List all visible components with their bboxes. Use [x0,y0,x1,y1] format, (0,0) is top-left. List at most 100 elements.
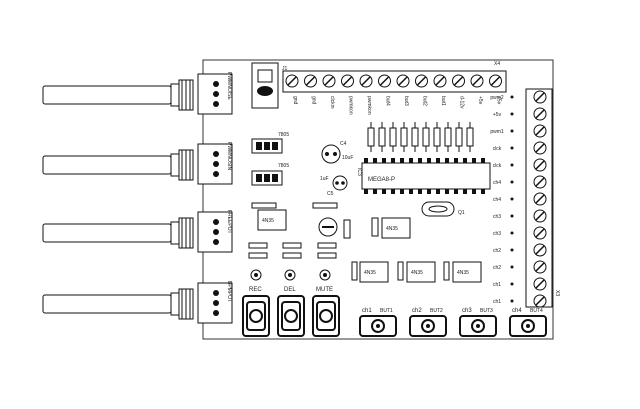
top-pin-label: clckin [329,96,335,109]
top-pin: pwmkon [359,74,373,115]
resistors-mid [248,202,450,281]
top-pin-label: +5v [496,96,502,105]
top-pin: +5v [489,74,502,105]
resistor-row-top [367,122,474,152]
opto-4: 4N35 [406,261,436,283]
button-rec[interactable]: REC [242,287,270,337]
channel-button-2[interactable]: ch2 BUT2 [409,308,447,337]
right-pin: ch1 [493,277,547,291]
channel-button-label: BUT2 [430,308,443,314]
c4-value: 10uF [342,155,353,161]
top-pin-label: gnd [311,96,317,105]
right-pin-label: clck [493,146,502,152]
trimmer [318,217,338,237]
top-pin-label: pwmkon [366,96,372,115]
top-pin-label: +5v [477,96,483,105]
right-pin: pwm2 [490,90,547,104]
j1-label: J1 [282,66,288,72]
right-pin-label: ch3 [493,214,501,220]
top-pin-label: but3 [403,96,409,106]
q1-label: Q1 [458,210,465,216]
opto-2: 4N35 [381,217,411,239]
pot-2-label: PWMNOSIN [226,142,232,170]
regulator-2: 7805 [251,163,289,186]
channel-button-label: BUT3 [480,308,493,314]
opto-5: 4N35 [452,261,482,283]
right-pin-label: ch1 [493,299,501,305]
right-pin: clck [493,158,547,172]
right-pin: ch1 [493,294,547,308]
x4-label: X4 [494,61,500,67]
right-pin: ch4 [493,192,547,206]
button-del-label: DEL [284,287,296,293]
opto-4-label: 4N35 [411,270,423,276]
top-pin-label: but1 [440,96,446,106]
right-pin-label: pwm1 [490,129,504,135]
right-pin-label: ch2 [493,265,501,271]
right-pin-label: ch4 [493,180,501,186]
right-pin-label: pwm2 [490,95,504,101]
channel-label: ch1 [362,308,372,314]
board-outline [202,59,554,340]
regulator-1: 7805 [251,132,289,154]
pot-1: PWMNOISE [42,72,233,115]
regulator-2-label: 7805 [278,163,289,169]
pot-4-label: BPMPOT [226,281,232,302]
top-pin: but2 [415,74,428,106]
channel-label: ch2 [412,308,422,314]
opto-3-label: 4N35 [364,270,376,276]
top-pin: pwmkon [341,74,354,115]
capacitor-c5: 1uF C5 [320,175,348,197]
mega8-label: MEGA8-P [368,177,395,183]
opto-5-label: 4N35 [457,270,469,276]
channel-button-label: BUT4 [530,308,543,314]
right-pin: clck [493,141,547,155]
right-pin: ch3 [493,209,547,223]
top-pin: but1 [433,74,447,106]
opto-1: 4N35 [257,209,287,231]
x3-label: X3 [554,290,560,296]
top-pin: d-12v [452,74,465,109]
right-pin: pwm1 [490,124,547,138]
pot-3: FREEPOT [42,210,233,253]
channel-button-3[interactable]: ch3 BUT3 [459,308,497,337]
button-del[interactable]: DEL [277,287,305,337]
right-pin-label: ch3 [493,231,501,237]
right-pin: ch3 [493,226,547,240]
channel-label: ch3 [462,308,472,314]
pot-2: PWMNOSIN [42,142,233,185]
right-pin-label: ch4 [493,197,501,203]
mega8-chip: MEGA8-P IC3 [356,158,491,194]
right-pin-label: ch2 [493,248,501,254]
button-mute-label: MUTE [316,287,333,293]
ic3-label: IC3 [356,168,362,176]
top-pin-label: d-12v [459,96,465,109]
pot-3-label: FREEPOT [226,210,232,234]
top-pin: but3 [396,74,410,106]
c4-label: C4 [340,141,347,147]
right-pin: ch2 [493,243,547,257]
right-pin: +5v [493,107,547,121]
top-pin: gnd [285,74,299,105]
button-rec-label: REC [249,287,262,293]
opto-3: 4N35 [359,261,389,283]
regulator-1-label: 7805 [278,132,289,138]
leds [250,269,331,281]
top-pin-label: but2 [422,96,428,106]
right-pin-label: clck [493,163,502,169]
right-pin-label: ch1 [493,282,501,288]
right-pin: ch4 [493,175,547,189]
c5-label: C5 [327,191,334,197]
top-pin-label: gnd [292,96,298,105]
right-pin-label: +5v [493,112,502,118]
pot-1-label: PWMNOISE [226,72,232,100]
capacitor-c4: C4 10uF [321,141,353,164]
button-mute[interactable]: MUTE [312,287,340,337]
power-jack-j1: J1 [251,62,288,109]
top-pin: clckin [322,74,336,109]
opto-1-label: 4N35 [262,218,274,224]
